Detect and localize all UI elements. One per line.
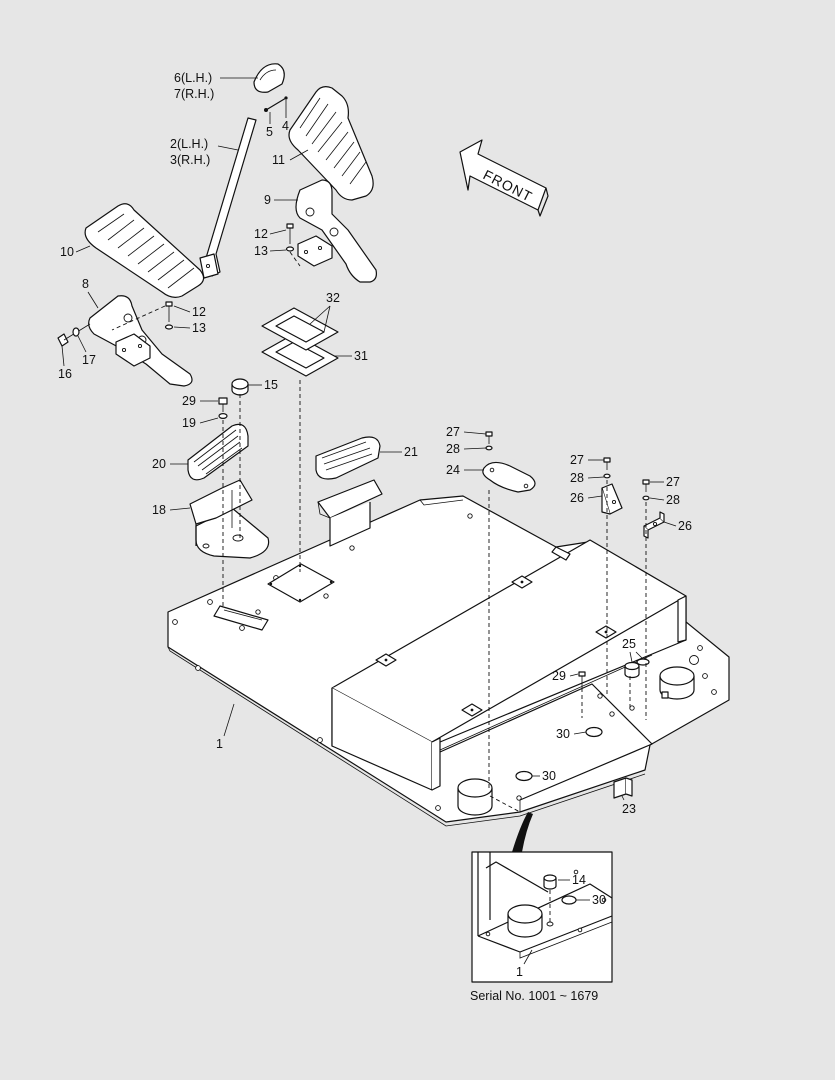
- callout-9: 9: [264, 193, 271, 207]
- bracket-26-right: [643, 511, 665, 539]
- callout-20: 20: [152, 457, 166, 471]
- callout-3: 3(R.H.): [170, 153, 210, 167]
- callout-2: 2(L.H.): [170, 137, 208, 151]
- lever-8: [57, 295, 193, 387]
- callout-28-c: 28: [666, 493, 680, 507]
- callout-29-lower: 29: [552, 669, 566, 683]
- callout-30-inset: 30: [592, 893, 606, 907]
- callout-4: 4: [282, 119, 289, 133]
- callouts: 6(L.H.) 7(R.H.) 5 4 2(L.H.) 3(R.H.) 11 9…: [58, 71, 692, 979]
- lever-9: [285, 179, 377, 283]
- callout-10: 10: [60, 245, 74, 259]
- callout-30-a: 30: [556, 727, 570, 741]
- callout-25: 25: [622, 637, 636, 651]
- callout-31: 31: [354, 349, 368, 363]
- callout-18: 18: [152, 503, 166, 517]
- pedal-10: [84, 203, 205, 298]
- callout-1-main: 1: [216, 737, 223, 751]
- callout-29-upper: 29: [182, 394, 196, 408]
- inset-detail: Serial No. 1001 ~ 1679: [470, 812, 613, 1003]
- callout-27-b: 27: [570, 453, 584, 467]
- cover-box: [331, 539, 687, 812]
- front-arrow: FRONT: [459, 139, 549, 217]
- callout-5: 5: [266, 125, 273, 139]
- callout-14: 14: [572, 873, 586, 887]
- callout-12-lower: 12: [192, 305, 206, 319]
- inset-caption: Serial No. 1001 ~ 1679: [470, 989, 598, 1003]
- bolt-29-19: [218, 397, 228, 420]
- callout-7: 7(R.H.): [174, 87, 214, 101]
- plate-24: [482, 461, 536, 493]
- callout-17: 17: [82, 353, 96, 367]
- callout-19: 19: [182, 416, 196, 430]
- pedal-21-base: [317, 479, 383, 547]
- callout-27-a: 27: [446, 425, 460, 439]
- callout-28-b: 28: [570, 471, 584, 485]
- lever-rod: [199, 63, 288, 279]
- callout-8: 8: [82, 277, 89, 291]
- callout-12-upper: 12: [254, 227, 268, 241]
- pedal-pad-20: [187, 423, 249, 481]
- callout-13-lower: 13: [192, 321, 206, 335]
- bolts-27-28: [485, 431, 650, 501]
- callout-15: 15: [264, 378, 278, 392]
- callout-28-a: 28: [446, 442, 460, 456]
- assembly-lines: [111, 251, 647, 813]
- callout-24: 24: [446, 463, 460, 477]
- knob-15: [231, 378, 249, 396]
- pedal-11: [288, 86, 374, 201]
- callout-11: 11: [272, 153, 285, 167]
- callout-21: 21: [404, 445, 418, 459]
- pedal-18-base: [189, 479, 270, 559]
- cylinders: [457, 655, 699, 816]
- callout-6: 6(L.H.): [174, 71, 212, 85]
- bracket-26-left: [601, 483, 623, 515]
- callout-30-b: 30: [542, 769, 556, 783]
- boot-gaskets: [261, 307, 339, 377]
- callout-1-inset: 1: [516, 965, 523, 979]
- callout-16: 16: [58, 367, 72, 381]
- callout-26-b: 26: [678, 519, 692, 533]
- pedal-pad-21: [315, 436, 381, 480]
- callout-13-upper: 13: [254, 244, 268, 258]
- callout-32: 32: [326, 291, 340, 305]
- callout-26-a: 26: [570, 491, 584, 505]
- callout-23: 23: [622, 802, 636, 816]
- callout-27-c: 27: [666, 475, 680, 489]
